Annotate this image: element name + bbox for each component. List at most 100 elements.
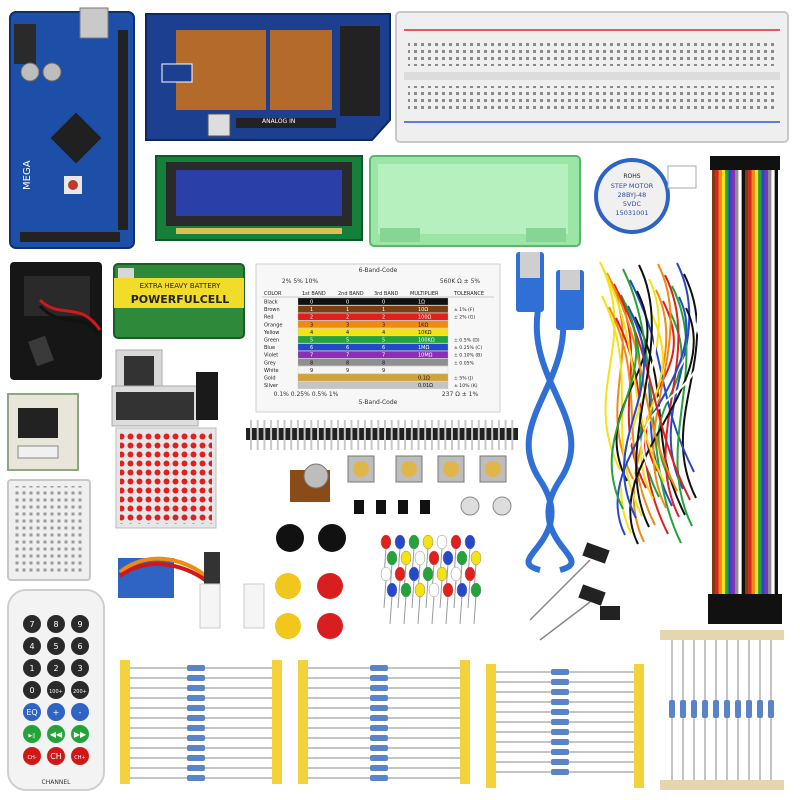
ribbon-wire: [725, 170, 729, 594]
stepper-line1: STEP MOTOR: [611, 182, 654, 190]
color-name: Silver: [264, 383, 279, 389]
table-header: 3rd BAND: [374, 291, 399, 297]
color-row-band: [297, 320, 449, 328]
table-cell: 1: [382, 307, 385, 313]
header-pin: [290, 420, 293, 450]
remote-key-label: 4: [29, 642, 34, 651]
led: [400, 582, 412, 598]
seven-segment-four-digit: [111, 372, 218, 427]
table-cell: 4: [310, 330, 313, 336]
proto-shield: ANALOG IN: [145, 13, 391, 141]
table-cell: 6: [310, 345, 313, 351]
color-name: Brown: [264, 307, 280, 313]
chart-percent-bottom: 0.1% 0.25% 0.5% 1%: [274, 391, 339, 398]
jumper-wire: [610, 280, 678, 492]
remote-key: [71, 725, 89, 743]
uln2003-driver-board: [7, 393, 79, 471]
resistor-strips: [120, 630, 784, 790]
led: [394, 566, 406, 582]
led: [386, 582, 398, 598]
led-leg: [383, 579, 387, 609]
color-name: Grey: [264, 360, 276, 366]
led: [470, 550, 482, 566]
resistor-body: [551, 769, 569, 775]
servo-horns: [199, 583, 265, 629]
resistor-body: [746, 700, 752, 718]
remote-key-label: 8: [53, 620, 58, 629]
led: [386, 550, 398, 566]
table-cell: 8: [382, 360, 385, 366]
remote-key: [47, 637, 65, 655]
color-name: Yellow: [263, 330, 279, 336]
table-cell: 0.01Ω: [418, 383, 433, 389]
usb-cable: [516, 252, 584, 573]
ribbon-wire: [721, 170, 726, 594]
resistor-body: [551, 689, 569, 695]
remote-key-label: 9: [77, 620, 82, 629]
green-component-box: [369, 155, 581, 247]
jumper-wire: [615, 317, 669, 535]
header-pin: [357, 420, 360, 450]
jumper-wire: [617, 291, 691, 501]
led: [394, 534, 406, 550]
led: [414, 582, 426, 598]
table-cell: 2: [382, 315, 385, 321]
resistor-body: [370, 705, 388, 711]
header-pin: [263, 420, 266, 450]
remote-key: [71, 747, 89, 765]
ribbon-wire: [745, 170, 749, 594]
table-cell: 100KΩ: [418, 338, 435, 344]
table-cell: 0: [310, 300, 313, 306]
header-pin: [430, 420, 433, 450]
resistor-body: [551, 739, 569, 745]
remote-key-label: 5: [53, 642, 58, 651]
resistor-body: [187, 755, 205, 761]
resistor-body: [370, 675, 388, 681]
lcd-module: [155, 155, 363, 241]
resistor-body: [551, 699, 569, 705]
led-leg: [473, 595, 477, 625]
resistor-body: [551, 759, 569, 765]
color-row-band: [297, 351, 449, 359]
table-header: COLOR: [264, 291, 282, 297]
resistor-body: [187, 765, 205, 771]
buzzers: [276, 524, 346, 552]
ribbon-wire: [771, 170, 775, 594]
header-pin: [477, 420, 480, 450]
table-header: 1st BAND: [302, 291, 326, 297]
remote-key-label: CH: [50, 752, 62, 761]
ribbon-wire: [751, 170, 755, 594]
color-row-band: [297, 305, 449, 313]
resistor-body: [713, 700, 719, 718]
led-leg: [411, 579, 415, 609]
jumper-wire: [640, 312, 664, 500]
remote-key-label: -: [79, 708, 82, 717]
led: [450, 534, 462, 550]
remote-key-label: ▶▶: [74, 730, 87, 739]
ribbon-wire: [735, 170, 739, 594]
header-pin: [317, 420, 319, 450]
table-cell: 3: [382, 322, 385, 328]
jumper-wire: [642, 318, 702, 474]
header-pin: [417, 420, 420, 450]
table-cell: 100Ω: [418, 315, 432, 321]
table-cell: 5: [346, 338, 349, 344]
mega-label: MEGA: [22, 160, 33, 190]
remote-key-label: 2: [53, 664, 58, 673]
table-cell: 9: [310, 368, 313, 374]
resistor-body: [551, 749, 569, 755]
jumper-wire: [628, 301, 656, 491]
table-cell: 9: [382, 368, 385, 374]
resistor-body: [691, 700, 697, 718]
chart-tolerance-bottom: 237 Ω ± 1%: [442, 391, 479, 398]
jumper-wire: [610, 302, 638, 510]
table-cell: 7: [310, 353, 313, 359]
color-row-band: [297, 335, 449, 344]
chart-bottom-title: 5-Band-Code: [359, 399, 398, 406]
ribbon-wire: [712, 170, 716, 594]
remote-key: [47, 747, 65, 765]
header-pin: [464, 420, 467, 450]
breadboard: [395, 11, 789, 143]
led: [428, 582, 440, 598]
